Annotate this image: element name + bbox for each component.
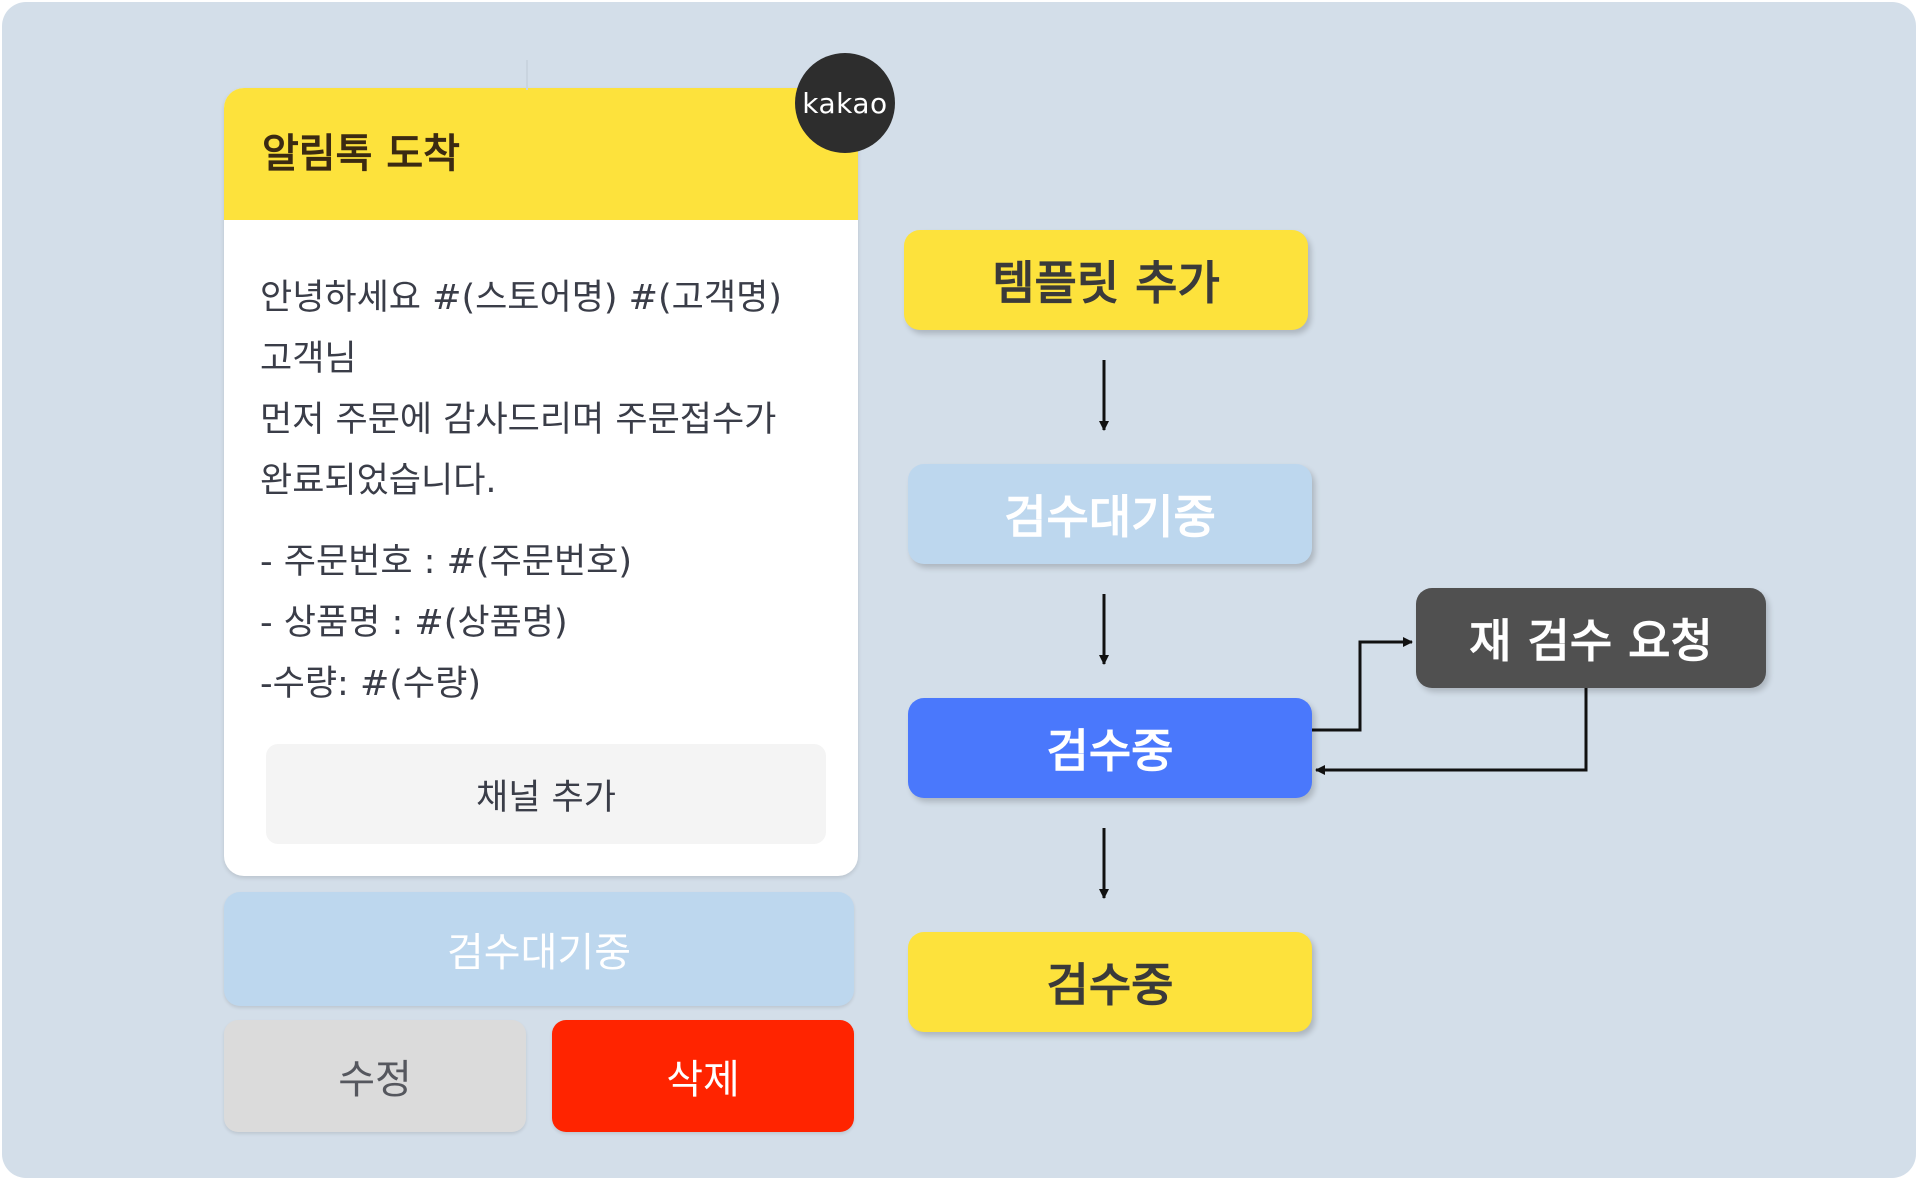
flow-step-template-add: 템플릿 추가 (904, 230, 1308, 330)
add-channel-button[interactable]: 채널 추가 (266, 744, 826, 844)
arrow-reviewing-to-rereview (1312, 637, 1413, 732)
card-title: 알림톡 도착 (262, 131, 460, 177)
quantity-line: -수량: #(수량) (260, 664, 481, 704)
delete-button[interactable]: 삭제 (552, 1020, 854, 1132)
alimtalk-message-card: 알림톡 도착 안녕하세요 #(스토어명) #(고객명) 고객님 먼저 주문에 감… (224, 88, 858, 876)
flow-step-reviewing: 검수중 (908, 698, 1312, 798)
order-number-line: - 주문번호 : #(주문번호) (260, 542, 633, 582)
product-name-line: - 상품명 : #(상품명) (260, 603, 568, 643)
kakao-logo-badge: kakao (795, 53, 895, 153)
arrow-rereview-to-reviewing (1315, 688, 1588, 775)
edit-button[interactable]: 수정 (224, 1020, 526, 1132)
message-line: 먼저 주문에 감사드리며 주문접수가 (260, 400, 777, 440)
message-line: 고객님 (260, 339, 357, 379)
message-line: 완료되었습니다. (260, 461, 497, 501)
review-pending-status-button[interactable]: 검수대기중 (224, 892, 854, 1006)
flow-step-reviewing-final: 검수중 (908, 932, 1312, 1032)
message-body: 안녕하세요 #(스토어명) #(고객명) 고객님 먼저 주문에 감사드리며 주문… (260, 268, 840, 715)
message-line: 안녕하세요 #(스토어명) #(고객명) (260, 278, 782, 318)
flow-step-rereview-request: 재 검수 요청 (1416, 588, 1766, 688)
divider (526, 60, 528, 90)
card-header: 알림톡 도착 (224, 88, 858, 220)
flow-step-review-pending: 검수대기중 (908, 464, 1312, 564)
message-spacer (260, 512, 840, 532)
